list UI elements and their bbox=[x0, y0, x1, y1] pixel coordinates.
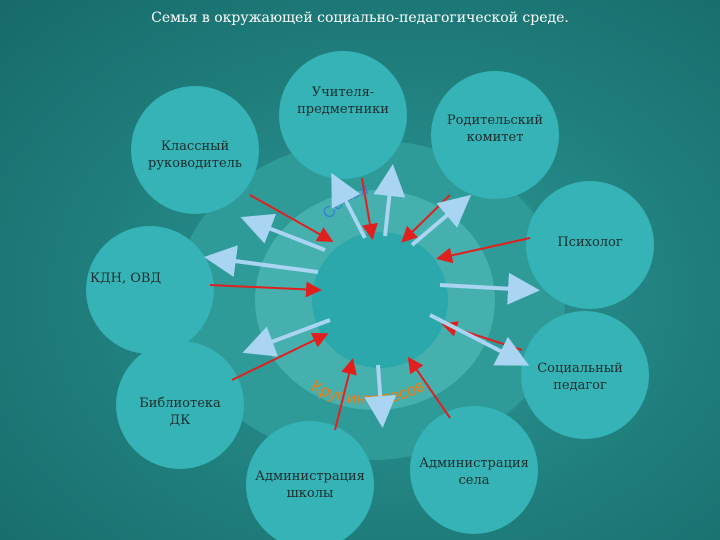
node-label-kdn: КДН, ОВД bbox=[90, 271, 162, 286]
circle-library bbox=[116, 341, 244, 469]
blue-arrow-3 bbox=[410, 194, 472, 247]
red-arrow-kdn bbox=[209, 281, 322, 298]
node-label-library: Библиотека ДК bbox=[139, 396, 221, 428]
red-arrow-village-admin bbox=[407, 356, 451, 419]
node-label-class: Классный руководитель bbox=[148, 139, 242, 171]
circle-parents bbox=[431, 71, 559, 199]
center-circle bbox=[312, 232, 448, 368]
node-label-village-admin: Администрация села bbox=[419, 456, 529, 488]
red-arrow-psych bbox=[436, 237, 531, 264]
page-title: Семья в окружающей социально-педагогичес… bbox=[151, 10, 569, 26]
circle-teachers bbox=[279, 51, 407, 179]
red-arrow-class bbox=[249, 194, 334, 242]
node-label-teachers: Учителя- предметники bbox=[297, 85, 389, 117]
node-label-school-admin: Администрация школы bbox=[255, 469, 365, 501]
red-arrow-school-admin bbox=[334, 358, 357, 431]
circle-village-admin bbox=[410, 406, 538, 534]
blue-arrow-5 bbox=[240, 213, 326, 252]
circle-school-admin bbox=[246, 421, 374, 540]
red-arrow-library bbox=[231, 333, 329, 381]
node-label-social: Социальный педагог bbox=[537, 361, 623, 393]
red-arrow-teachers bbox=[361, 177, 378, 240]
node-label-psych: Психолог bbox=[557, 235, 623, 250]
blue-arrow-6 bbox=[204, 245, 319, 278]
blue-arrow-1 bbox=[331, 172, 367, 239]
circle-class bbox=[131, 86, 259, 214]
blue-arrow-9 bbox=[429, 313, 530, 366]
circle-psych bbox=[526, 181, 654, 309]
blue-arrow-8 bbox=[364, 364, 397, 428]
circle-kdn bbox=[86, 226, 214, 354]
blue-arrow-7 bbox=[242, 318, 331, 357]
blue-arrow-4 bbox=[439, 272, 540, 305]
circle-social bbox=[521, 311, 649, 439]
blue-arrow-2 bbox=[373, 164, 406, 237]
node-label-parents: Родительский комитет bbox=[446, 113, 544, 145]
